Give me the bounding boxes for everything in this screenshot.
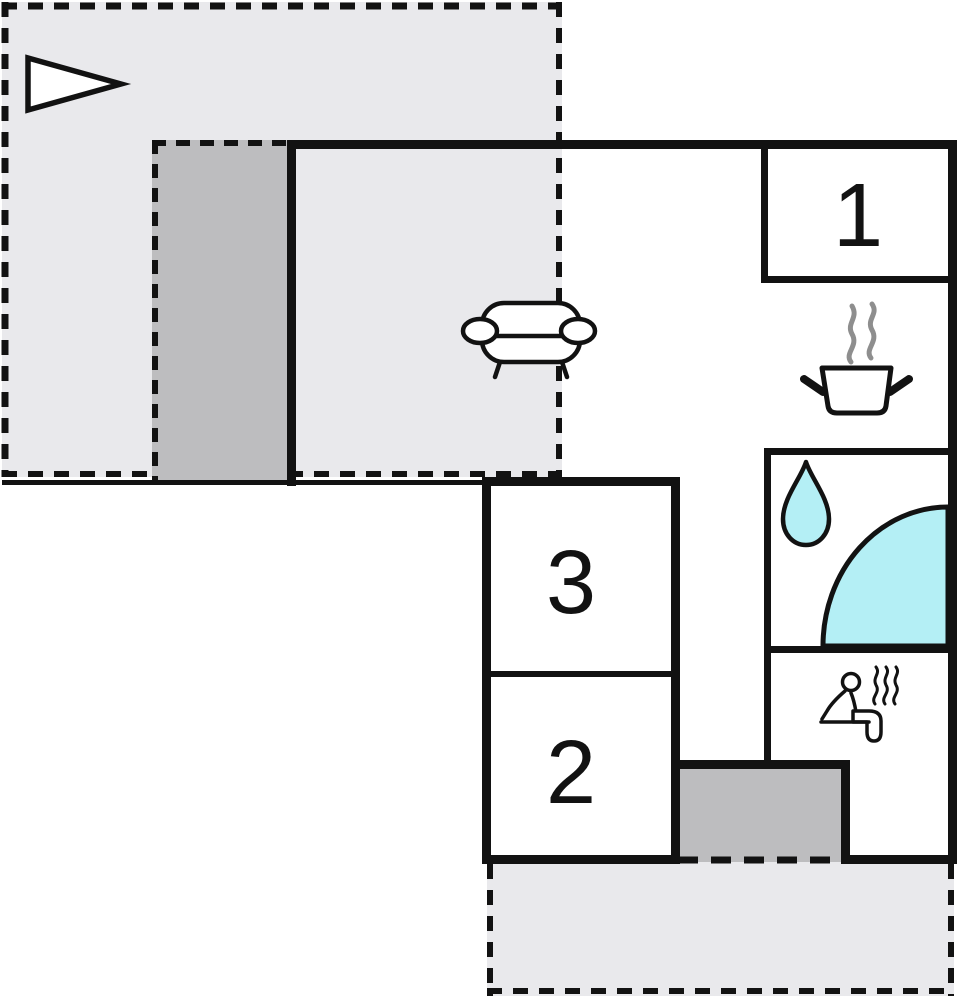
sofa-armrest-left: [460, 316, 500, 346]
room-3-label: 3: [546, 533, 596, 633]
wall-step-top: [671, 760, 850, 769]
sauna-steam-2: [882, 665, 890, 706]
sauna-person-leg: [851, 709, 883, 743]
sofa-legs: [492, 359, 570, 380]
covered-area-fill: [152, 140, 287, 484]
wall-bathroom-top: [764, 448, 957, 455]
wall-bottom-right: [841, 855, 957, 864]
direction-arrow-icon: [25, 54, 132, 114]
room-1-label: 1: [833, 166, 883, 266]
window-line: [2, 480, 490, 485]
wall-bathroom-left: [764, 448, 771, 765]
terrace-lower: [487, 862, 954, 996]
wall-rooms-right: [671, 477, 680, 864]
sauna-person-head: [840, 671, 862, 693]
sauna-steam-3: [892, 665, 900, 706]
bathtub-icon: [820, 504, 951, 649]
wall-top: [287, 140, 957, 149]
wall-room1-left: [761, 145, 768, 282]
pot-steam-right: [866, 301, 877, 361]
wall-right: [948, 140, 957, 864]
wall-step-right: [841, 760, 850, 864]
sauna-steam-1: [872, 665, 880, 706]
wall-room2-room3-divider: [487, 671, 676, 677]
pot-steam-left: [846, 303, 857, 365]
wall-bathroom-sauna-divider: [764, 646, 957, 653]
pot-handles: [800, 375, 913, 396]
covered-area-band: [152, 140, 290, 484]
steaming-pot-icon: [800, 301, 913, 416]
wall-room1-bottom: [761, 276, 957, 283]
wall-left: [287, 140, 296, 486]
terrace-lower-area: [487, 862, 954, 996]
wall-bottom-left: [482, 855, 680, 864]
entrance-step: [676, 766, 846, 862]
sauna-icon: [819, 665, 900, 743]
pot-body: [819, 365, 894, 416]
wall-rooms-left: [482, 477, 491, 864]
water-drop-icon: [780, 459, 832, 548]
sauna-person-arm: [820, 689, 847, 721]
wall-room3-top: [482, 477, 680, 486]
sofa-icon: [460, 300, 598, 380]
room-2-label: 2: [546, 723, 596, 823]
sofa-armrest-right: [558, 316, 598, 346]
walls: [287, 140, 957, 864]
